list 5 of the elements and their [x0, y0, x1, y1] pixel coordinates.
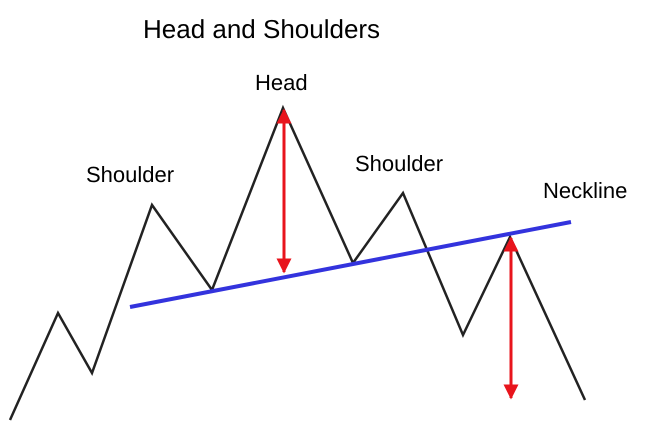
pattern-label: Neckline: [543, 180, 628, 202]
pattern-label: Shoulder: [86, 164, 174, 186]
chart-title: Head and Shoulders: [143, 16, 380, 42]
pattern-label: Head: [255, 72, 308, 94]
pattern-label: Shoulder: [355, 153, 444, 175]
